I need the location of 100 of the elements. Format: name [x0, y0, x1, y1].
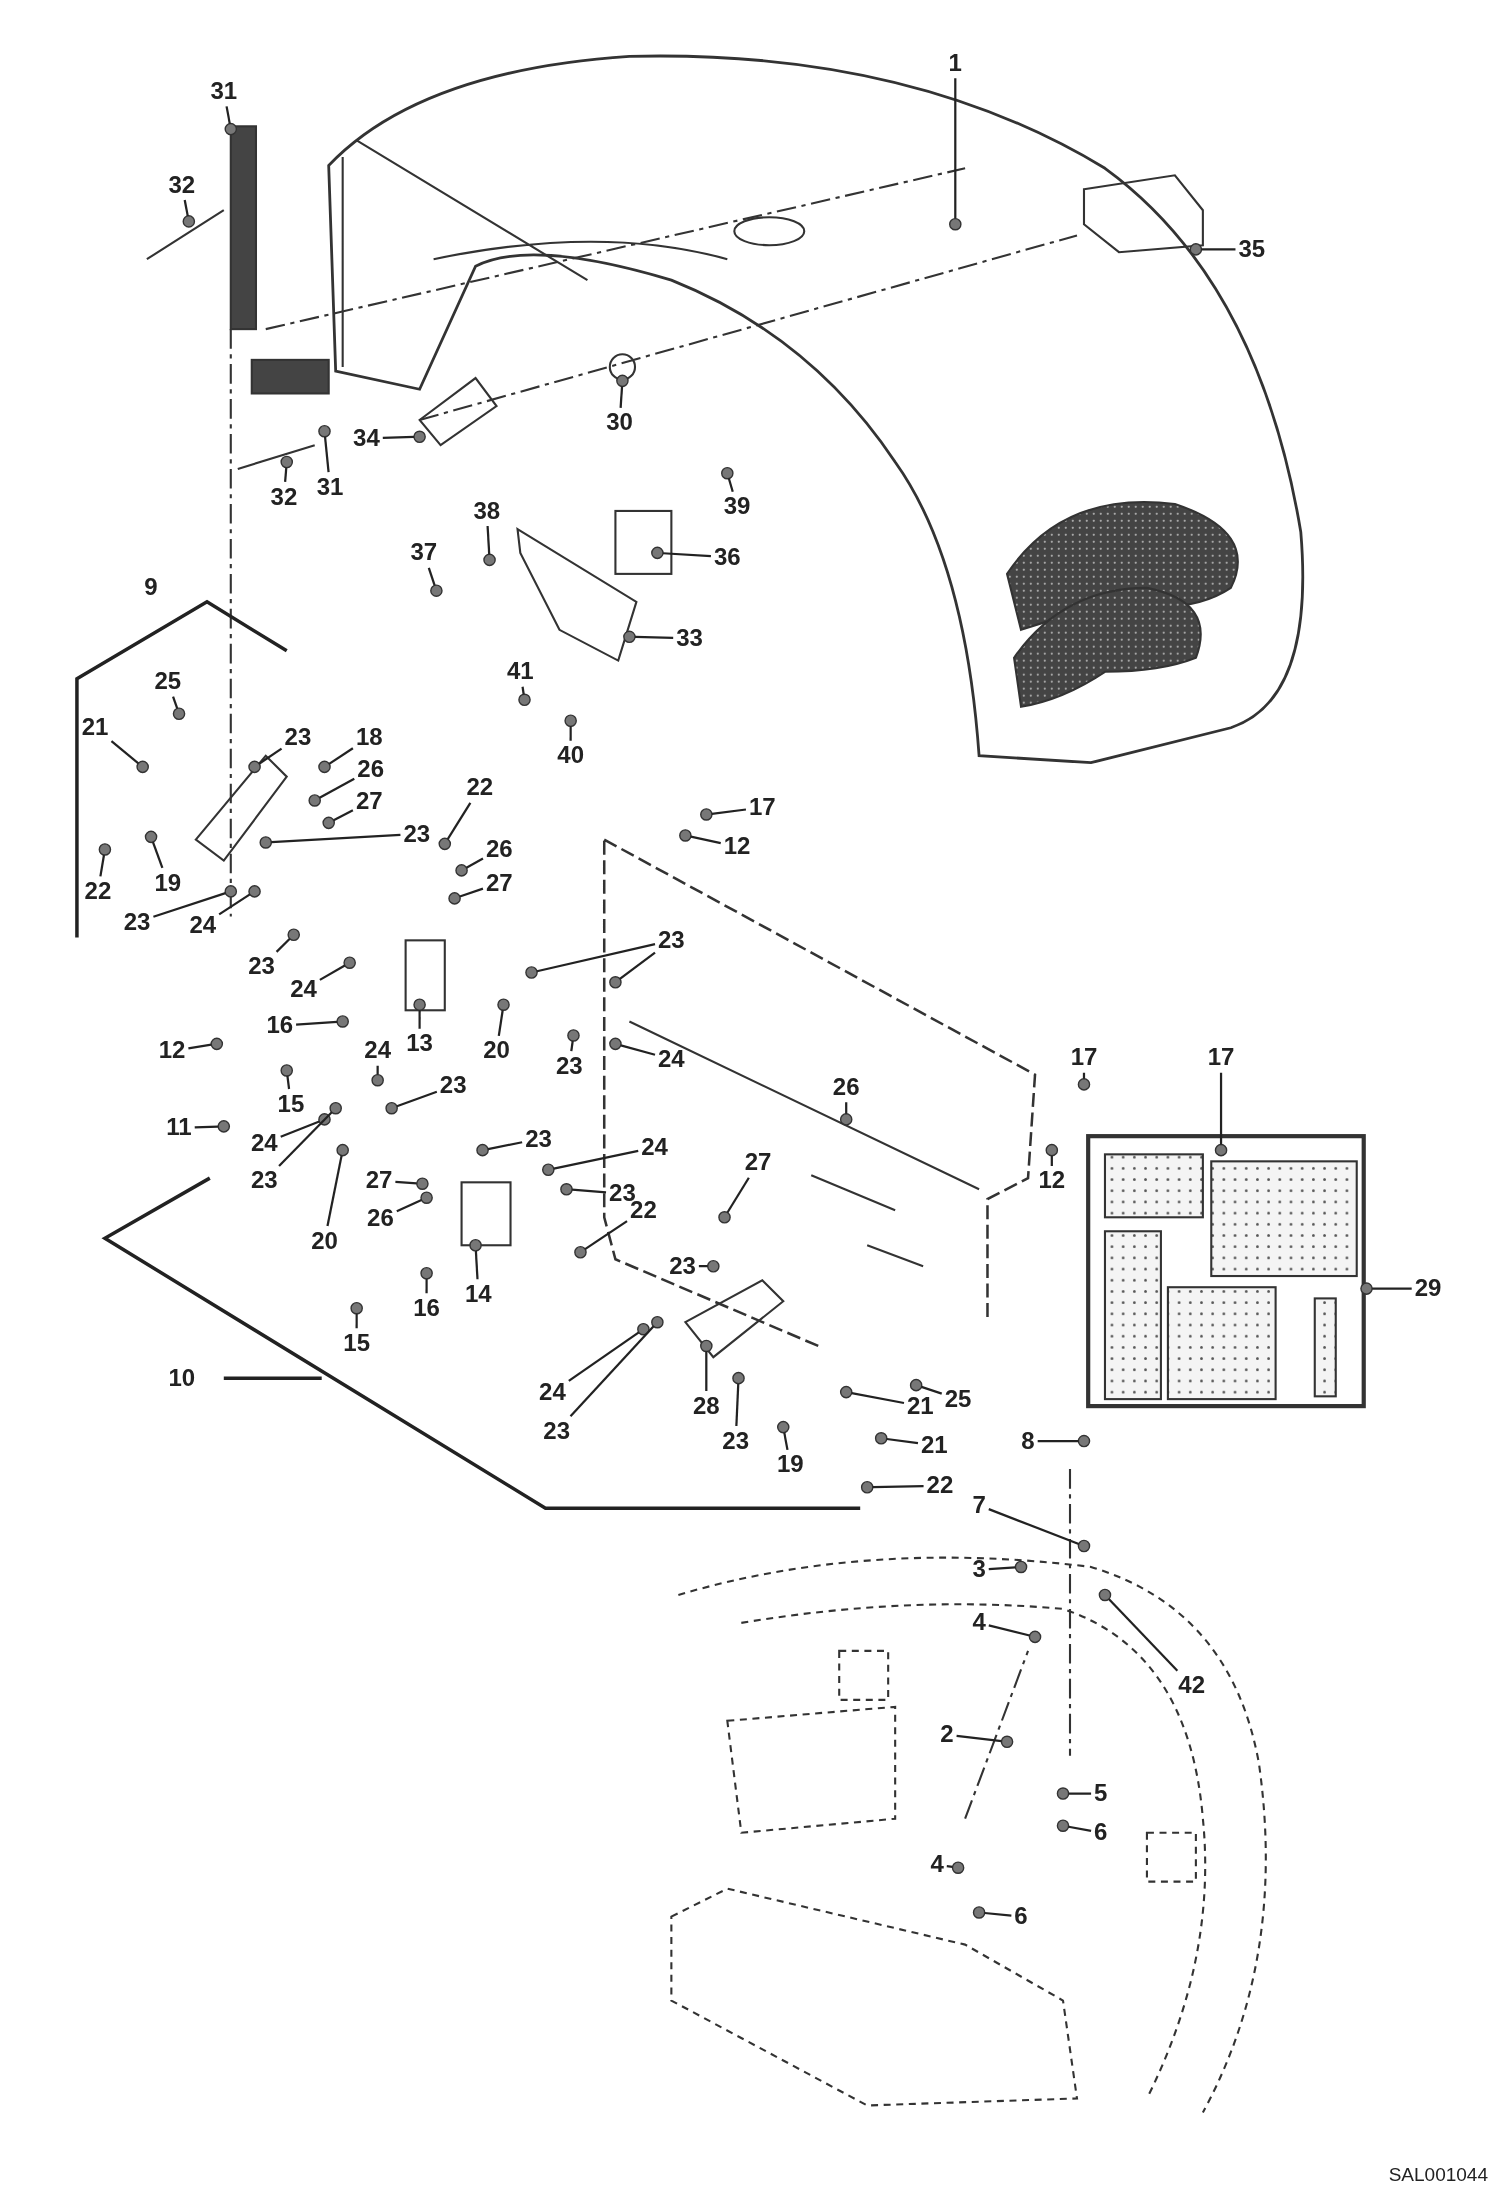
- leader-line: [705, 1351, 708, 1392]
- part-marker: [1360, 1282, 1373, 1295]
- leader-line: [465, 857, 484, 869]
- part-marker: [732, 1371, 745, 1385]
- leader-line: [396, 1090, 438, 1108]
- leader-line: [487, 1141, 523, 1151]
- part-marker: [336, 1143, 349, 1157]
- leader-line: [536, 943, 656, 973]
- callout-number: 30: [605, 409, 634, 436]
- callout-number: 39: [722, 493, 752, 520]
- callout-number: 15: [342, 1329, 371, 1356]
- callout-number: 24: [363, 1037, 392, 1064]
- callout-number: 33: [675, 624, 704, 651]
- part-marker: [329, 1101, 342, 1115]
- leader-line: [568, 1331, 640, 1382]
- leader-line: [188, 1043, 212, 1050]
- part-marker: [700, 1339, 713, 1353]
- leader-line: [783, 1432, 789, 1451]
- part-marker: [308, 794, 321, 807]
- callout-number: 34: [352, 424, 381, 451]
- leader-line: [988, 1508, 1080, 1545]
- part-marker: [1000, 1735, 1014, 1749]
- part-marker: [259, 836, 273, 849]
- callout-number: 21: [80, 714, 110, 741]
- leader-line: [1068, 1792, 1092, 1795]
- part-marker: [1189, 243, 1203, 256]
- part-marker: [560, 1183, 573, 1196]
- part-marker: [420, 1266, 433, 1280]
- leader-line: [988, 1624, 1030, 1637]
- leader-line: [153, 892, 226, 918]
- part-marker: [679, 829, 692, 842]
- part-marker: [469, 1238, 482, 1252]
- leader-line: [258, 747, 283, 765]
- leader-line: [1372, 1287, 1412, 1290]
- part-marker: [172, 707, 186, 721]
- leader-line: [319, 964, 346, 981]
- leader-line: [845, 1102, 848, 1114]
- part-marker: [497, 998, 510, 1011]
- callout-number: 23: [657, 926, 686, 953]
- callout-number: 17: [1069, 1044, 1099, 1071]
- part-marker: [1056, 1787, 1070, 1800]
- leader-line: [711, 808, 747, 815]
- callout-number: 10: [167, 1364, 197, 1391]
- drawing-code: SAL001044: [1388, 2164, 1488, 2186]
- part-marker: [564, 714, 577, 728]
- part-marker: [718, 1211, 731, 1224]
- part-marker: [144, 830, 158, 844]
- part-marker: [413, 430, 426, 444]
- leader-line: [1037, 1439, 1079, 1443]
- part-marker: [217, 1120, 231, 1133]
- part-marker: [700, 808, 713, 821]
- leader-line: [946, 1865, 953, 1869]
- callout-number: 27: [485, 869, 514, 896]
- part-marker: [525, 966, 538, 979]
- part-marker: [860, 1480, 874, 1494]
- part-marker: [909, 1378, 923, 1392]
- callout-number: 17: [1206, 1044, 1236, 1071]
- leader-line: [698, 1265, 708, 1268]
- leader-line: [727, 478, 734, 493]
- callout-number: 27: [354, 788, 384, 815]
- leader-line: [956, 1734, 1002, 1743]
- callout-number: 23: [438, 1072, 468, 1099]
- callout-number: 32: [269, 483, 299, 510]
- leader-line: [486, 525, 491, 555]
- callout-number: 4: [971, 1609, 987, 1636]
- leader-line: [271, 833, 401, 844]
- leader-line: [333, 809, 354, 822]
- callout-number: 26: [356, 756, 385, 783]
- callout-number: 21: [919, 1431, 949, 1458]
- leader-line: [275, 937, 291, 953]
- part-marker: [438, 837, 452, 851]
- part-marker: [574, 1245, 587, 1259]
- leader-line: [474, 1250, 479, 1280]
- part-marker: [1045, 1143, 1059, 1157]
- callout-number: 24: [250, 1129, 279, 1156]
- leader-line: [497, 1010, 504, 1036]
- callout-number: 22: [465, 774, 495, 801]
- part-marker: [1077, 1078, 1091, 1091]
- part-marker: [951, 1861, 965, 1874]
- part-marker: [1028, 1630, 1042, 1644]
- part-marker: [609, 1037, 622, 1051]
- leader-line: [635, 635, 674, 639]
- leader-line: [886, 1437, 919, 1445]
- part-marker: [1077, 1539, 1091, 1553]
- callout-number: 12: [1037, 1167, 1067, 1194]
- part-marker: [416, 1177, 429, 1190]
- part-marker: [280, 455, 294, 469]
- part-marker: [280, 1064, 294, 1077]
- callout-number: 23: [554, 1052, 584, 1079]
- part-marker: [518, 693, 531, 707]
- callout-number: 24: [289, 975, 318, 1002]
- part-marker: [224, 885, 238, 898]
- callout-number: 6: [1013, 1903, 1029, 1930]
- callout-number: 27: [743, 1149, 773, 1176]
- part-marker: [318, 424, 331, 438]
- callout-number: 24: [640, 1133, 669, 1160]
- leader-line: [395, 1180, 417, 1185]
- callout-number: 23: [283, 724, 313, 751]
- leader-line: [427, 567, 436, 586]
- part-marker: [476, 1143, 489, 1157]
